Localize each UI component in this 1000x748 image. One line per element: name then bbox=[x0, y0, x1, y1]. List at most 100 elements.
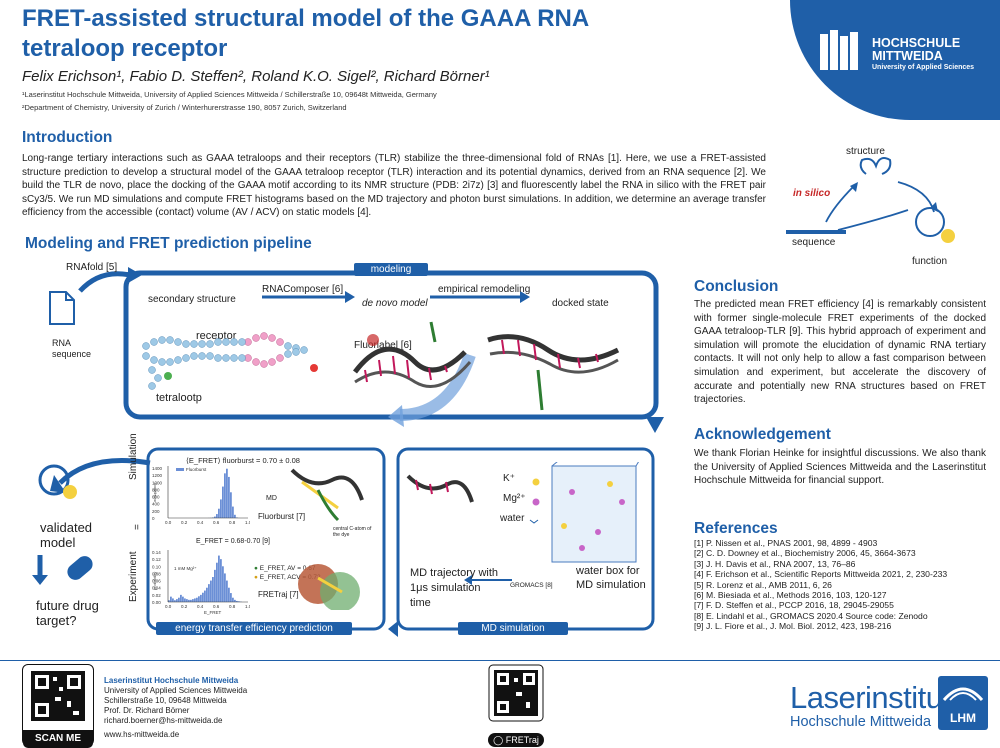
x-tick-label: 0.0 bbox=[165, 520, 172, 525]
conclusion-heading: Conclusion bbox=[694, 278, 778, 296]
hist-bar bbox=[188, 600, 190, 602]
footer-divider bbox=[0, 660, 1000, 661]
y-tick-label: 1400 bbox=[152, 466, 163, 471]
rna-sequence-label: RNA sequence bbox=[52, 338, 102, 360]
university-logo-sub: University of Applied Sciences bbox=[872, 64, 974, 71]
ion-mg-label: Mg²⁺ bbox=[503, 493, 526, 504]
x-tick-label: 0.6 bbox=[213, 604, 220, 609]
pipeline-heading: Modeling and FRET prediction pipeline bbox=[25, 235, 312, 253]
hist-bar bbox=[172, 598, 174, 602]
hist-bar bbox=[210, 581, 212, 602]
hist-bar bbox=[230, 593, 232, 602]
reference-item: [7] F. D. Steffen et al., PCCP 2016, 18,… bbox=[694, 600, 947, 610]
docked-state-graphic bbox=[478, 310, 638, 420]
md-label: MD bbox=[266, 495, 277, 502]
references-list: [1] P. Nissen et al., PNAS 2001, 98, 489… bbox=[694, 538, 947, 632]
hist-bar bbox=[226, 469, 228, 518]
exp-mg-label: 1 mM Mg²⁺ bbox=[174, 566, 197, 571]
reference-item: [5] R. Lorenz et al., AMB 2011, 6, 26 bbox=[694, 580, 947, 590]
x-tick-label: 0.4 bbox=[197, 520, 204, 525]
fret-structure-graphic bbox=[282, 460, 372, 610]
y-tick-label: 0.14 bbox=[152, 550, 161, 555]
docked-state-label: docked state bbox=[552, 298, 609, 309]
hist-bar bbox=[220, 499, 222, 518]
document-icon bbox=[48, 290, 76, 326]
future-drug-label: future drug target? bbox=[36, 598, 116, 628]
hist-bar bbox=[204, 591, 206, 602]
affiliation-2: ²Department of Chemistry, University of … bbox=[22, 103, 347, 112]
y-tick-label: 1200 bbox=[152, 473, 163, 478]
reference-item: [9] J. L. Fiore et al., J. Mol. Biol. 20… bbox=[694, 621, 947, 631]
conclusion-text: The predicted mean FRET efficiency [4] i… bbox=[694, 298, 986, 407]
fretraj-qr-box[interactable]: ◯ FRETraj bbox=[488, 664, 544, 744]
reference-item: [4] F. Erichson et al., Scientific Repor… bbox=[694, 569, 947, 579]
pill-icon bbox=[60, 550, 100, 590]
footer-website[interactable]: www.hs-mittweida.de bbox=[104, 730, 179, 739]
qr-code-icon bbox=[23, 665, 93, 725]
hist-bar bbox=[224, 473, 226, 518]
x-tick-label: 0.8 bbox=[229, 604, 236, 609]
gromacs-label: GROMACS [8] bbox=[510, 582, 553, 589]
y-tick-label: 0.10 bbox=[152, 564, 161, 569]
validated-model-icon bbox=[30, 462, 90, 504]
sim-ylabel: occupancy bbox=[152, 483, 157, 502]
hist-bar bbox=[216, 514, 218, 518]
poster-title: FRET-assisted structural model of the GA… bbox=[22, 4, 662, 64]
hist-bar bbox=[182, 597, 184, 602]
hist-bar bbox=[194, 598, 196, 602]
hist-bar bbox=[232, 598, 234, 602]
reference-item: [3] J. H. Davis et al., RNA 2007, 13, 76… bbox=[694, 559, 947, 569]
affiliation-1: ¹Laserinstitut Hochschule Mittweida, Uni… bbox=[22, 90, 437, 99]
validated-model-label: validated model bbox=[40, 520, 110, 550]
water-label: water bbox=[500, 513, 524, 524]
hist-bar bbox=[226, 581, 228, 602]
hist-bar bbox=[218, 509, 220, 518]
exp-stat-label: E_FRET = 0.68-0.70 [9] bbox=[196, 538, 270, 545]
rnafold-label: RNAfold [5] bbox=[66, 262, 117, 273]
x-tick-label: 1.0 bbox=[245, 520, 250, 525]
lhm-logo-icon bbox=[938, 676, 988, 706]
reference-item: [1] P. Nissen et al., PNAS 2001, 98, 489… bbox=[694, 538, 947, 548]
scan-me-box[interactable]: SCAN ME bbox=[22, 664, 94, 746]
footer-address: Laserinstitut Hochschule Mittweida Unive… bbox=[104, 676, 247, 726]
university-logo-icon bbox=[820, 30, 864, 74]
denovo-label: de novo model bbox=[362, 298, 428, 309]
hist-bar bbox=[216, 563, 218, 602]
references-heading: References bbox=[694, 520, 778, 538]
fretraj-qr-icon bbox=[488, 664, 544, 726]
x-tick-label: 0.6 bbox=[213, 520, 220, 525]
x-tick-label: 0.0 bbox=[165, 604, 172, 609]
hist-bar bbox=[222, 566, 224, 602]
hist-bar bbox=[186, 599, 188, 602]
authors: Felix Erichson¹, Fabio D. Steffen², Rola… bbox=[22, 68, 490, 85]
exp-ylabel: probability bbox=[152, 572, 157, 590]
reference-item: [6] M. Biesiada et al., Methods 2016, 10… bbox=[694, 590, 947, 600]
secondary-structure-label: secondary structure bbox=[148, 294, 236, 305]
sim-legend: Fluorburst bbox=[186, 467, 207, 472]
y-tick-label: 0.00 bbox=[152, 600, 161, 605]
hist-bar bbox=[196, 598, 198, 602]
x-tick-label: 0.8 bbox=[229, 520, 236, 525]
x-tick-label: 0.2 bbox=[181, 520, 188, 525]
x-tick-label: 1.0 bbox=[245, 604, 250, 609]
experiment-side-label: Experiment bbox=[128, 551, 139, 602]
insilico-cycle-graphic bbox=[780, 150, 990, 260]
tab-energy-transfer: energy transfer efficiency prediction bbox=[156, 622, 352, 635]
github-icon: ◯ bbox=[493, 735, 503, 745]
hist-bar bbox=[232, 507, 234, 518]
hist-bar bbox=[170, 597, 172, 602]
fretraj-badge: ◯ FRETraj bbox=[488, 733, 544, 747]
hist-bar bbox=[178, 598, 180, 602]
hist-bar bbox=[202, 593, 204, 602]
reference-item: [8] E. Lindahl et al., GROMACS 2020.4 So… bbox=[694, 611, 947, 621]
y-tick-label: 200 bbox=[152, 509, 160, 514]
acknowledgement-heading: Acknowledgement bbox=[694, 426, 831, 444]
x-tick-label: 0.4 bbox=[197, 604, 204, 609]
intro-heading: Introduction bbox=[22, 129, 112, 147]
laserinstitut-brand: Laserinstitut bbox=[790, 680, 951, 716]
simulation-side-label: Simulation bbox=[128, 433, 139, 480]
hist-bar bbox=[220, 559, 222, 602]
denovo-model-graphic bbox=[345, 312, 480, 402]
